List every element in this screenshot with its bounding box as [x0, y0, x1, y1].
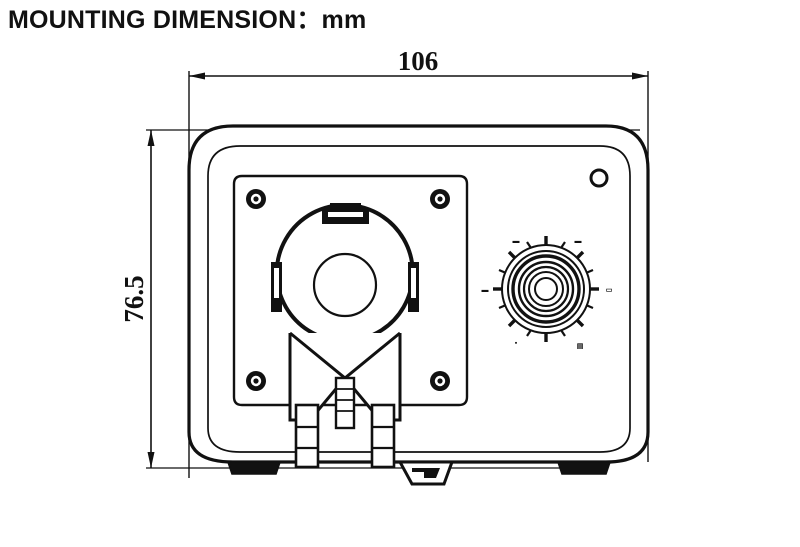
- foot-right: [556, 461, 612, 475]
- knob-label-left: ▬: [482, 287, 489, 294]
- knob-center-cap[interactable]: [534, 277, 558, 301]
- knob-ring-1: [517, 260, 575, 318]
- page-title: MOUNTING DIMENSION：mm: [8, 6, 367, 34]
- speed-control-knob[interactable]: ▬ ▬ ▬ ▭ ▪ ▤: [482, 236, 613, 350]
- side-slot-right: [408, 262, 419, 312]
- arrowhead-right: [632, 72, 648, 80]
- knob-label-lower-right: ▤: [577, 343, 584, 350]
- screw-bottom-right: [430, 371, 450, 391]
- center-tube-ribbed: [334, 376, 356, 430]
- faceplate-screws: [246, 189, 450, 391]
- knob-tick-ring: [493, 236, 599, 342]
- side-slot-left: [271, 262, 282, 312]
- screw-bottom-left: [246, 371, 266, 391]
- screw-top-right: [430, 189, 450, 209]
- knob-ring-3: [528, 271, 564, 307]
- knob-label-upper-left: ▬: [513, 238, 520, 245]
- tube-clamp: [322, 203, 369, 224]
- tube-ports: [294, 403, 396, 469]
- knob-ring-2: [522, 265, 570, 313]
- knob-label-upper-right: ▬: [575, 238, 582, 245]
- led-indicator: [589, 168, 609, 188]
- outlet-tube-port: [370, 403, 396, 469]
- dimension-label-width: 106: [398, 46, 439, 76]
- dimension-label-height: 76.5: [119, 275, 149, 322]
- arrowhead-top: [147, 130, 155, 146]
- arrowhead-bottom: [147, 452, 155, 468]
- tube-clamp-slot: [328, 212, 363, 217]
- housing-feet: [226, 460, 612, 486]
- rotor-hub: [312, 252, 378, 318]
- arrowhead-left: [189, 72, 205, 80]
- inlet-tube-port: [294, 403, 320, 469]
- screw-top-left: [246, 189, 266, 209]
- housing-inner-edge: [207, 145, 631, 453]
- peristaltic-pump-head: [271, 203, 419, 430]
- foot-left: [226, 461, 282, 475]
- knob-label-lower-left: ▪: [515, 340, 518, 347]
- bracket-clip-detail: [412, 468, 440, 478]
- tube-clamp-lip: [330, 203, 361, 209]
- knob-label-right: ▭: [606, 287, 613, 294]
